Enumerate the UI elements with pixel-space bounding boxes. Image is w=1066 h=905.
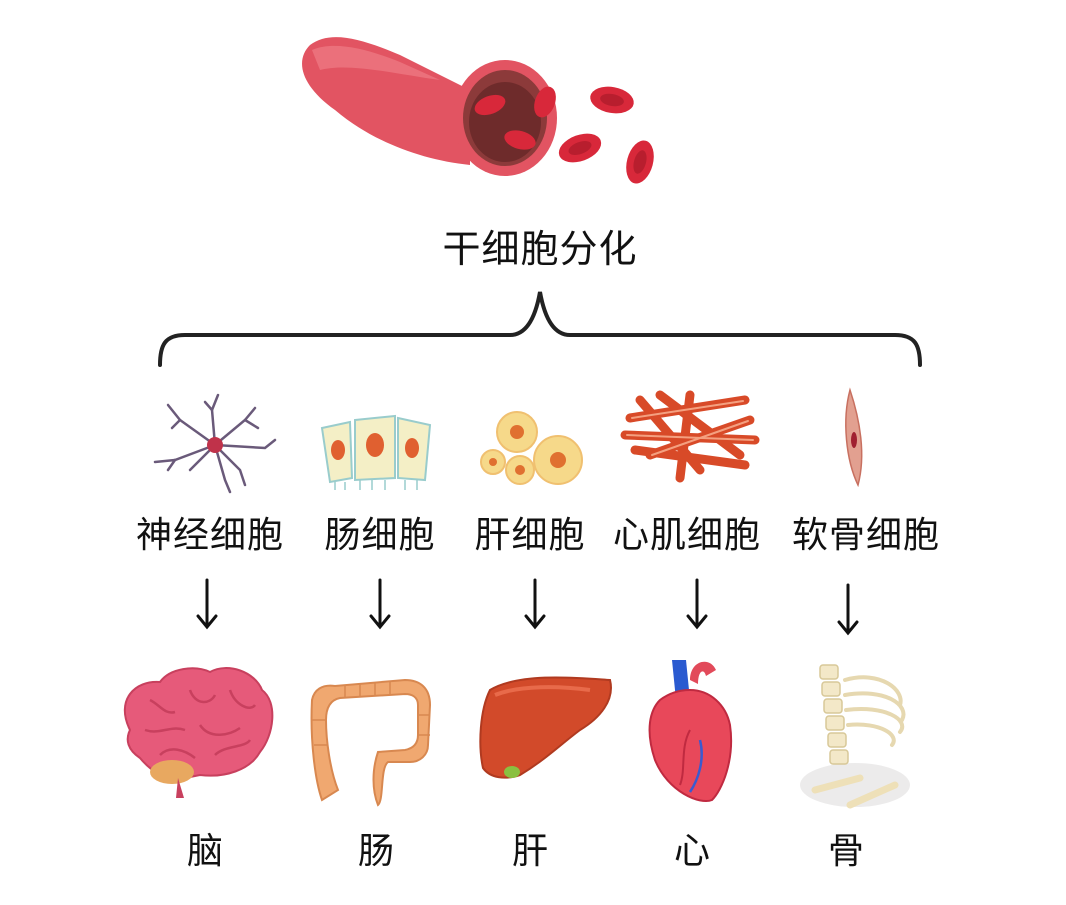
diagram-title: 干细胞分化 [340,218,740,273]
arrow-down-icon [371,580,389,627]
organ-label-heart: 心 [632,822,752,874]
organ-label-brain: 脑 [145,822,265,874]
cell-label-liver: 肝细胞 [440,506,620,558]
cell-label-cartilage: 软骨细胞 [776,506,956,558]
cell-label-neuron: 神经细胞 [120,506,300,558]
arrow-down-icon [688,580,706,627]
arrow-down-icon [198,580,216,627]
organ-label-liver: 肝 [470,822,590,874]
organ-label-bone: 骨 [786,822,906,874]
organ-label-intestine: 肠 [316,822,436,874]
arrow-down-icon [839,585,857,633]
cell-label-cardiac: 心肌细胞 [597,506,777,558]
arrow-down-icon [526,580,544,627]
